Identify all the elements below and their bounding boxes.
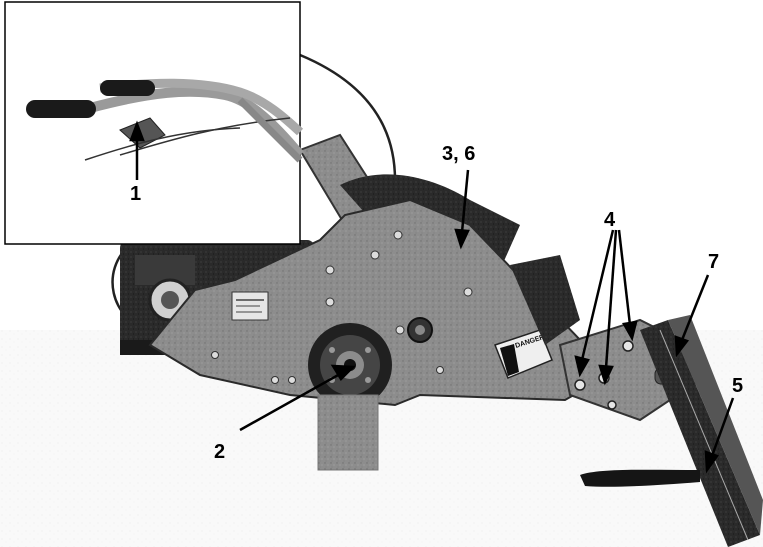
control-cable [299, 53, 397, 181]
arrowhead-36 [454, 228, 470, 250]
leader-arrows [129, 120, 735, 474]
handlebar-tube [88, 86, 304, 159]
arrowhead-7 [674, 335, 690, 358]
danger-decal: DANGER [494, 329, 553, 379]
callout-2: 2 [214, 441, 225, 463]
cutter-bar-handle [580, 469, 700, 487]
handle-inset [4, 1, 304, 245]
leader-36 [460, 169, 470, 233]
callout-7: 7 [708, 251, 719, 273]
left-grip [26, 100, 96, 118]
leader-7 [680, 274, 710, 341]
leader-4a [580, 229, 615, 361]
callout-1: 1 [130, 183, 141, 205]
callout-5: 5 [732, 375, 743, 397]
cutter-bar [640, 315, 763, 547]
leader-4b [604, 229, 618, 369]
arrowhead-2 [330, 364, 356, 382]
cutter-arm-plate [510, 255, 580, 345]
arrowhead-4a [574, 355, 590, 378]
leader-2 [239, 372, 341, 432]
arrowhead-4c [622, 320, 638, 342]
right-grip [100, 80, 155, 96]
frame-bolts [211, 230, 473, 384]
arrowhead-5 [704, 450, 719, 474]
leader-5 [710, 397, 735, 457]
callout-4: 4 [604, 209, 616, 231]
leader-4c [617, 229, 632, 326]
wheel-hub [308, 323, 392, 407]
callout-3-6: 3, 6 [442, 143, 475, 165]
support-block [317, 394, 379, 471]
arrowhead-1 [129, 120, 145, 142]
arrowhead-4b [598, 364, 614, 386]
